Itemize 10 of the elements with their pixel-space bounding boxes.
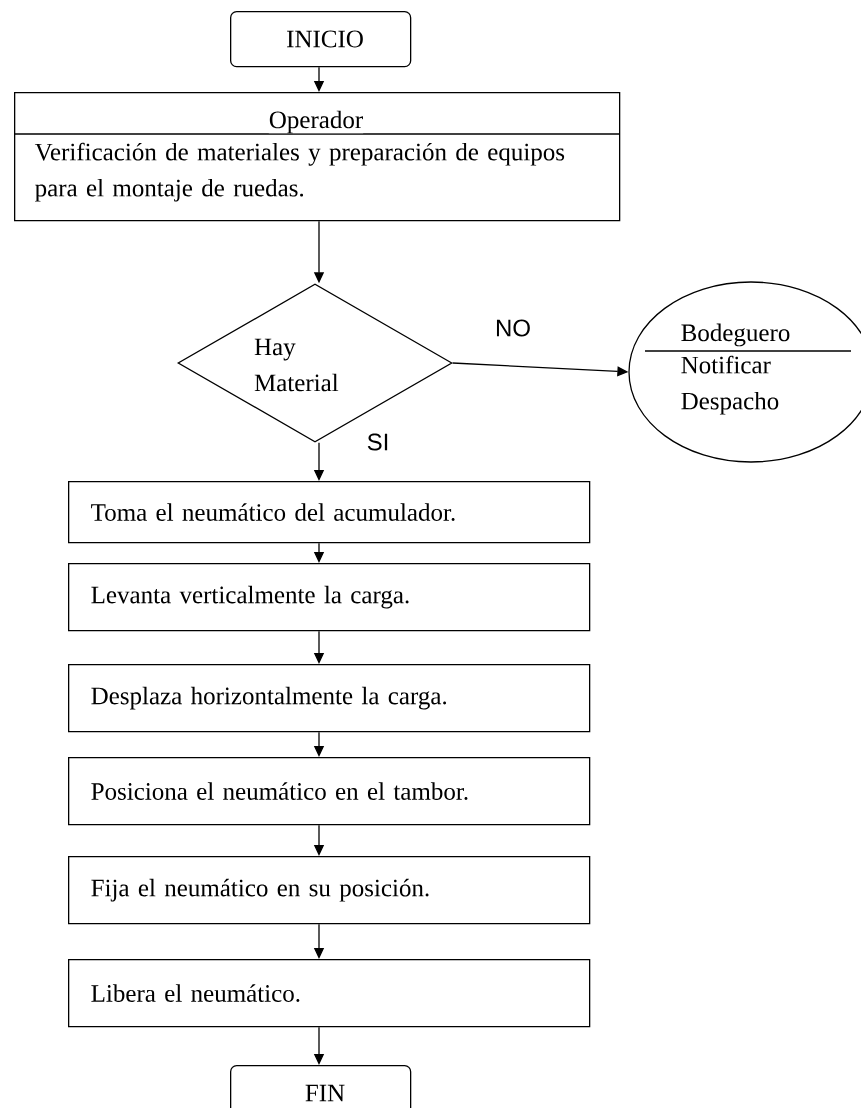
terminal-box: INICIO <box>230 11 412 68</box>
process-box: Fija el neumático en su posición. <box>68 856 591 925</box>
edge-label: NO <box>494 318 532 338</box>
terminal-box: FIN <box>230 1065 412 1108</box>
process-box: Libera el neumático. <box>68 959 591 1028</box>
process-box: Levanta verticalmente la carga. <box>68 563 591 632</box>
process-box: Operador Verificación de materiales y preparación de equipos para el montaje de ruedas. <box>13 92 621 222</box>
process-box: Desplaza horizontalmente la carga. <box>68 664 591 733</box>
process-box: Posiciona el neumático en el tambor. <box>68 757 591 826</box>
process-box: Toma el neumático del acumulador. <box>68 481 591 544</box>
